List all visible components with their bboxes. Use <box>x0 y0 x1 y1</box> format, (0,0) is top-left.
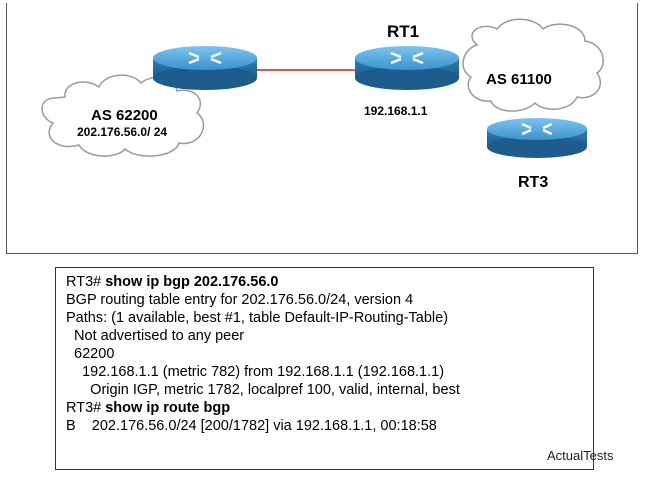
watermark-text: ActualTests <box>547 448 614 463</box>
cli-line: B 202.176.56.0/24 [200/1782] via 192.168… <box>66 418 437 434</box>
cloud-as-62200 <box>41 74 205 157</box>
rt1-ip-label: 192.168.1.1 <box>364 104 428 118</box>
cli-prompt: RT3# <box>66 400 106 416</box>
cli-line: Not advertised to any peer <box>66 328 245 344</box>
router-icon <box>153 46 257 90</box>
cli-prompt: RT3# <box>66 274 106 290</box>
as-61100-label: AS 61100 <box>486 71 552 88</box>
cli-line: Paths: (1 available, best #1, table Defa… <box>66 310 449 326</box>
router-rt1-icon <box>355 46 459 90</box>
rt1-label: RT1 <box>387 22 419 41</box>
cli-line-command-1: RT3# show ip bgp 202.176.56.0 <box>66 274 279 291</box>
cli-command: show ip route bgp <box>105 400 231 416</box>
cli-line: BGP routing table entry for 202.176.56.0… <box>66 292 414 308</box>
as-62200-label: AS 62200 <box>91 107 158 124</box>
topology-frame: RT1 192.168.1.1 RT3 AS 62200 202.176.56.… <box>6 3 638 254</box>
as-62200-prefix: 202.176.56.0/ 24 <box>77 125 167 139</box>
cli-line-command-2: RT3# show ip route bgp <box>66 400 230 417</box>
cloud-as-61100 <box>462 18 604 112</box>
cli-line: Origin IGP, metric 1782, localpref 100, … <box>66 382 460 398</box>
cli-output-box: RT3# show ip bgp 202.176.56.0 BGP routin… <box>55 267 594 470</box>
rt3-label: RT3 <box>518 174 548 191</box>
router-rt3-icon <box>487 118 587 158</box>
cli-command: show ip bgp 202.176.56.0 <box>105 274 279 290</box>
network-topology: RT1 192.168.1.1 RT3 AS 62200 202.176.56.… <box>41 18 604 191</box>
cli-line: 192.168.1.1 (metric 782) from 192.168.1.… <box>66 364 445 380</box>
cli-line: 62200 <box>66 346 115 362</box>
